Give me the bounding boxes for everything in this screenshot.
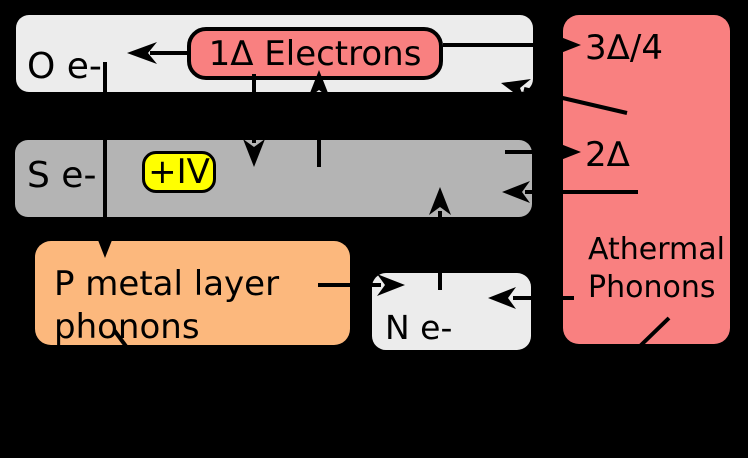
one-delta-electrons-box: 1Δ Electrons (187, 27, 443, 80)
p-metal-phonons-box (35, 241, 350, 345)
o-electrons-label: O e- (27, 46, 102, 87)
p-metal-phonons-label-line1: P metal layer (54, 264, 280, 304)
n-electrons-label: N e- (385, 308, 453, 347)
athermal-phonons-label-line2: Phonons (588, 270, 716, 305)
s-electrons-label: S e- (27, 155, 97, 196)
energy-label-2delta: 2Δ (585, 135, 630, 175)
athermal-phonons-box (563, 15, 730, 344)
p-metal-phonons-label-line2: phonons (54, 307, 200, 347)
bias-plus-iv-label: +IV (148, 152, 210, 192)
p-metal-phonons-label: P metal layer phonons (54, 263, 279, 349)
one-delta-electrons-label: 1Δ Electrons (208, 33, 422, 74)
athermal-phonons-label: Athermal Phonons (588, 231, 725, 307)
athermal-phonons-label-line1: Athermal (588, 232, 725, 267)
bias-plus-iv-badge: +IV (142, 151, 216, 193)
energy-label-3delta4: 3Δ/4 (585, 28, 663, 68)
